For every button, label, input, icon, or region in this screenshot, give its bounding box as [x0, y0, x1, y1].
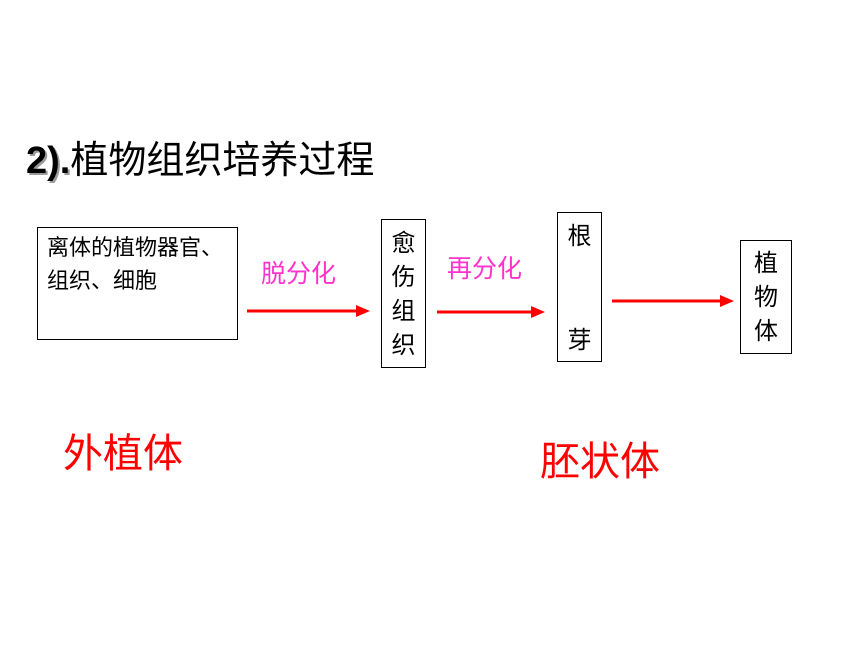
- label-embryoid: 胚状体: [540, 439, 660, 485]
- callus-char: 伤: [391, 263, 416, 291]
- callus-char: 组: [391, 297, 416, 325]
- shoot-label: 芽: [567, 326, 592, 354]
- arrow-explant-to-callus: [247, 305, 370, 317]
- slide-title: 2).植物组织培养过程: [26, 140, 374, 181]
- title-text: 植物组织培养过程: [70, 138, 375, 182]
- label-explant: 外植体: [63, 431, 183, 477]
- root-label: 根: [567, 222, 592, 250]
- arrow-rootshoot-to-plant: [612, 295, 734, 307]
- step-dedifferentiation: 脱分化: [261, 259, 337, 288]
- root-shoot-box: 根 芽: [557, 212, 602, 362]
- plant-char: 物: [754, 283, 778, 311]
- step-redifferentiation: 再分化: [447, 254, 523, 283]
- plant-box: 植 物 体: [740, 240, 792, 354]
- explant-source-box: 离体的植物器官、组织、细胞: [37, 227, 238, 340]
- callus-char: 织: [391, 331, 416, 359]
- arrow-callus-to-rootshoot: [437, 306, 545, 318]
- plant-char: 体: [754, 317, 778, 345]
- callus-box: 愈 伤 组 织: [381, 219, 426, 368]
- plant-char: 植: [754, 249, 778, 277]
- explant-source-text: 离体的植物器官、组织、细胞: [47, 236, 224, 294]
- callus-char: 愈: [391, 229, 416, 257]
- title-number: 2).: [26, 140, 71, 182]
